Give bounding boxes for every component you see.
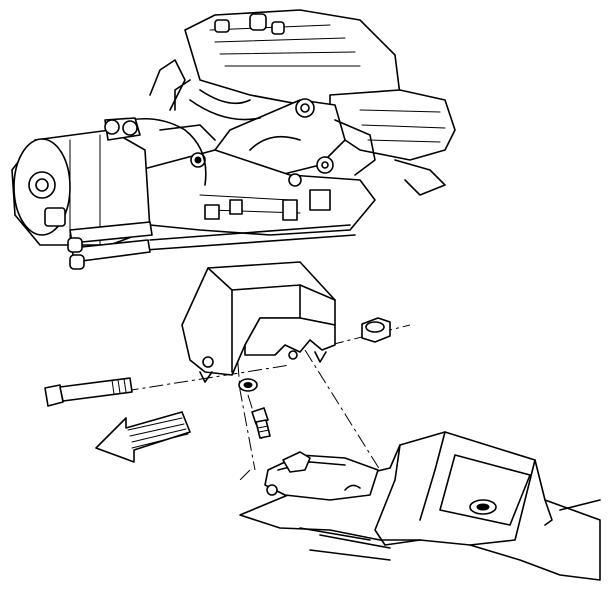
mount-through-bolt xyxy=(44,377,133,407)
frame-mount-crossmember xyxy=(239,431,601,581)
forward-direction-arrow-icon xyxy=(95,411,191,463)
mount-washer xyxy=(238,378,258,392)
engine-mount-bracket xyxy=(181,261,336,383)
mount-nut xyxy=(361,317,391,343)
engine-block xyxy=(129,9,456,251)
mount-stud-bolt xyxy=(251,407,271,439)
starter-motor xyxy=(11,117,153,270)
